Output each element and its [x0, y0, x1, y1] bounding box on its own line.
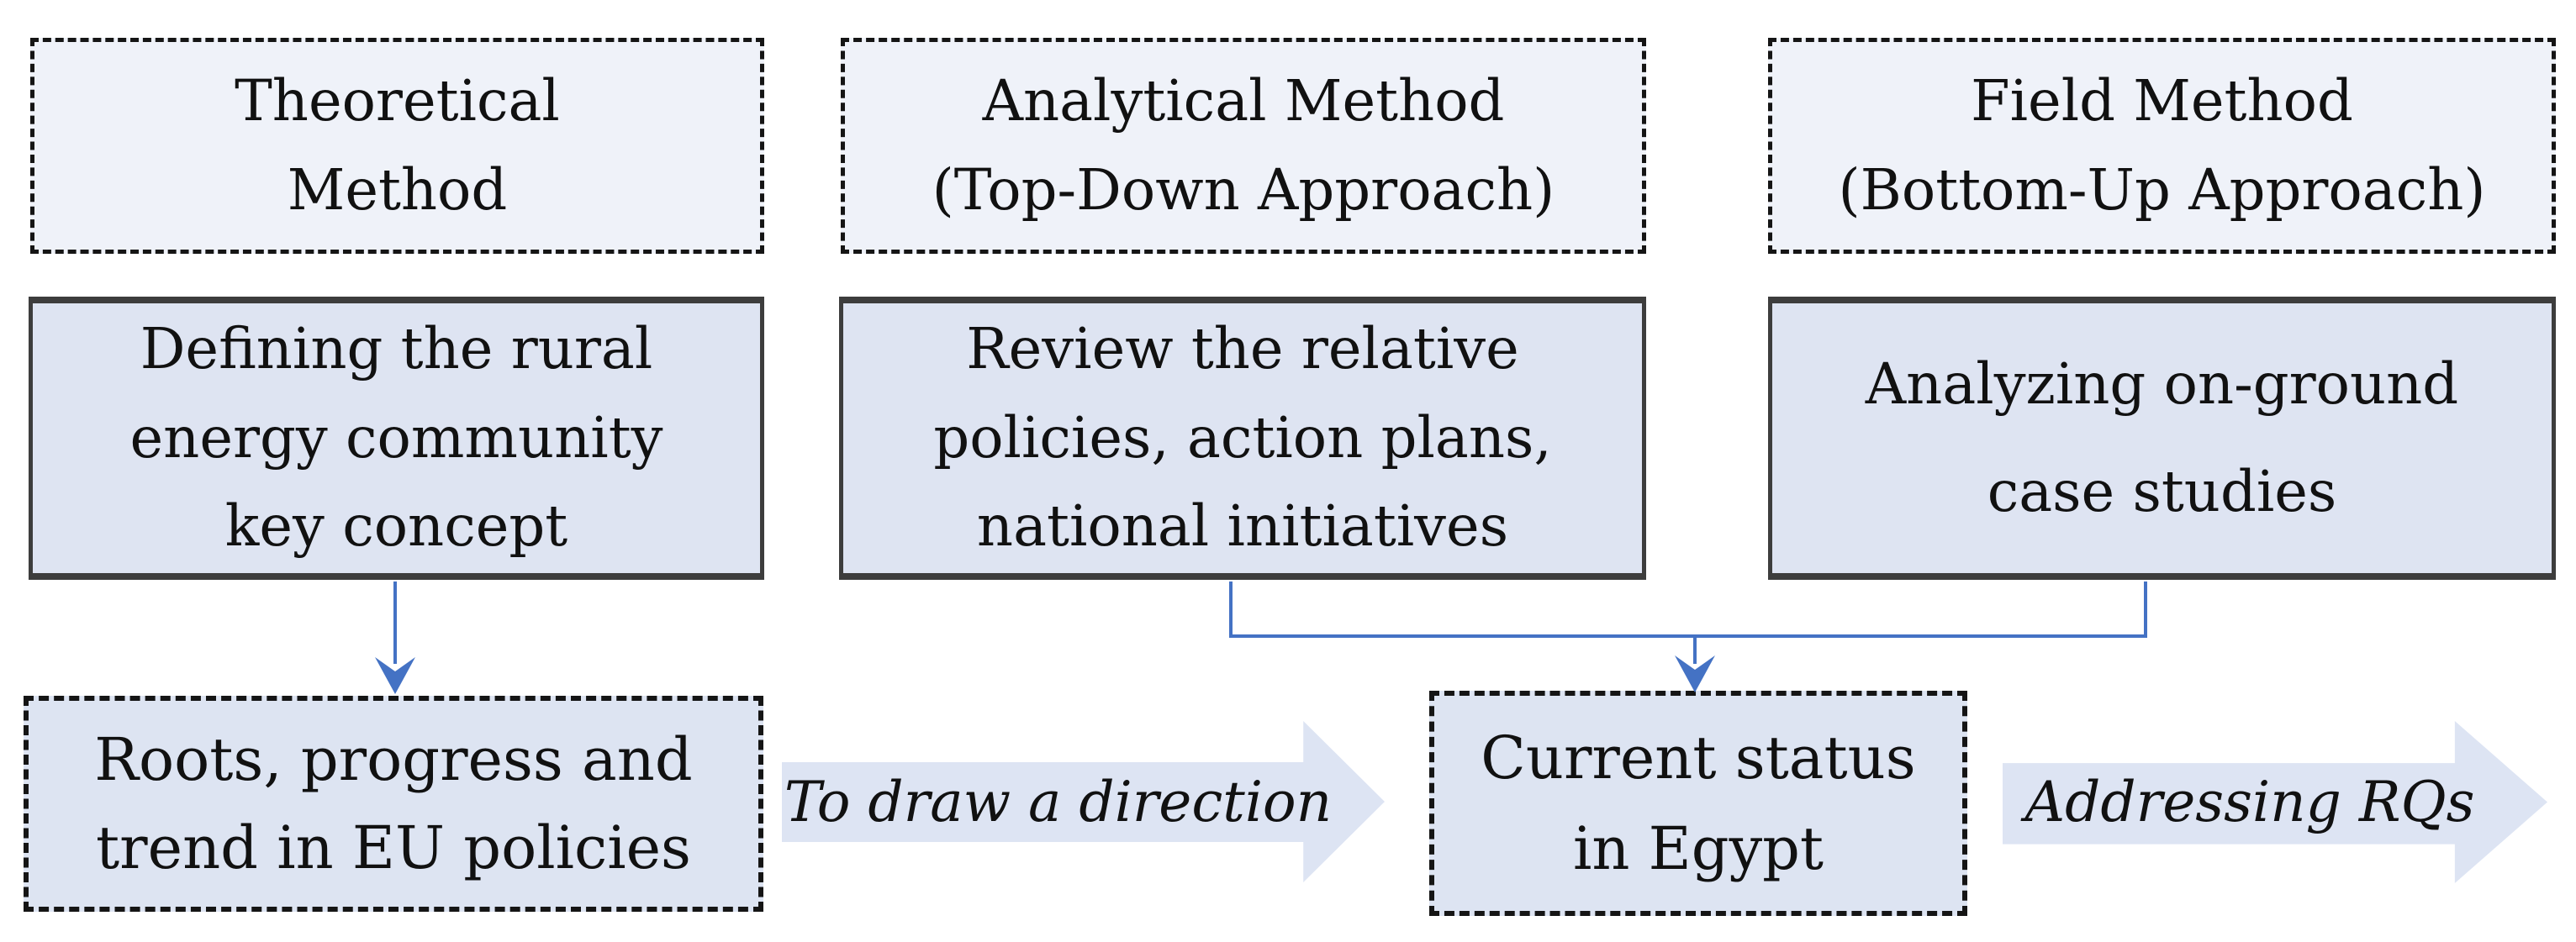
task-box-review-line2: policies, action plans,	[933, 404, 1552, 471]
method-box-theoretical-line2: Method	[287, 156, 508, 223]
output-box-eu-policies: Roots, progress and trend in EU policies	[24, 696, 763, 912]
method-box-field-line1: Field Method	[1971, 67, 2353, 134]
method-box-field-line2: (Bottom-Up Approach)	[1838, 156, 2486, 223]
draw-direction-label: To draw a direction	[784, 769, 1333, 834]
addressing-rqs-label: Addressing RQs	[2024, 770, 2475, 834]
task-box-review-line3: national initiatives	[976, 493, 1509, 560]
method-box-field: Field Method (Bottom-Up Approach)	[1768, 38, 2556, 254]
output-box-eu-policies-line2: trend in EU policies	[96, 813, 691, 882]
task-box-analyzing-line1: Analyzing on-ground	[1865, 351, 2459, 418]
task-box-defining-line3: key concept	[224, 493, 568, 560]
task-box-review: Review the relative policies, action pla…	[839, 297, 1646, 580]
task-box-defining: Defining the rural energy community key …	[29, 297, 764, 580]
task-box-defining-line1: Defining the rural	[140, 315, 653, 382]
method-box-analytical-line1: Analytical Method	[982, 67, 1505, 134]
task-box-analyzing: Analyzing on-ground case studies	[1768, 297, 2556, 580]
defining-to-eu-arrowhead-icon	[375, 657, 415, 694]
draw-direction-block-arrow: To draw a direction	[782, 721, 1385, 882]
method-box-theoretical: Theoretical Method	[30, 38, 764, 254]
method-box-theoretical-line1: Theoretical	[235, 67, 560, 134]
output-box-egypt-status-line2: in Egypt	[1572, 814, 1824, 883]
method-box-analytical-line2: (Top-Down Approach)	[932, 156, 1555, 223]
output-box-eu-policies-line1: Roots, progress and	[94, 724, 693, 794]
output-box-egypt-status: Current status in Egypt	[1429, 691, 1967, 916]
task-box-review-line1: Review the relative	[966, 315, 1519, 382]
task-box-analyzing-line2: case studies	[1987, 458, 2337, 524]
addressing-rqs-block-arrow: Addressing RQs	[2003, 721, 2547, 883]
merge-to-egypt-arrowhead-icon	[1675, 655, 1715, 692]
output-box-egypt-status-line1: Current status	[1481, 723, 1916, 792]
method-box-analytical: Analytical Method (Top-Down Approach)	[841, 38, 1646, 254]
task-box-defining-line2: energy community	[129, 404, 663, 471]
merge-connector-line	[1229, 582, 2147, 638]
